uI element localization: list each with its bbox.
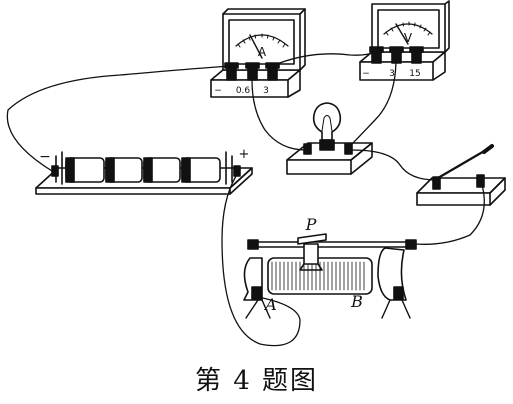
rheostat	[243, 233, 417, 319]
voltmeter-terminal-15: 15	[409, 69, 420, 79]
battery-pos-label: +	[239, 147, 250, 162]
ammeter-terminal-3: 3	[263, 86, 269, 96]
battery-neg-label: −	[39, 149, 51, 165]
ammeter-terminal-neg: −	[214, 86, 222, 96]
rheostat-end-b-label: B	[350, 292, 363, 311]
rheostat-slider-label: P	[305, 215, 317, 234]
battery	[35, 151, 253, 195]
ammeter-symbol: A	[258, 45, 267, 59]
ammeter-terminal-0.6: 0.6	[236, 86, 251, 96]
rheostat-end-a-label: A	[263, 295, 277, 314]
figure-caption: 第 4 题图	[194, 366, 319, 396]
voltmeter-symbol: V	[404, 31, 413, 45]
voltmeter-terminal-neg: −	[362, 69, 370, 79]
voltmeter-terminal-3: 3	[389, 69, 395, 79]
switch	[416, 144, 506, 206]
wires	[6, 51, 485, 347]
lamp	[286, 102, 373, 175]
voltmeter	[359, 0, 450, 81]
